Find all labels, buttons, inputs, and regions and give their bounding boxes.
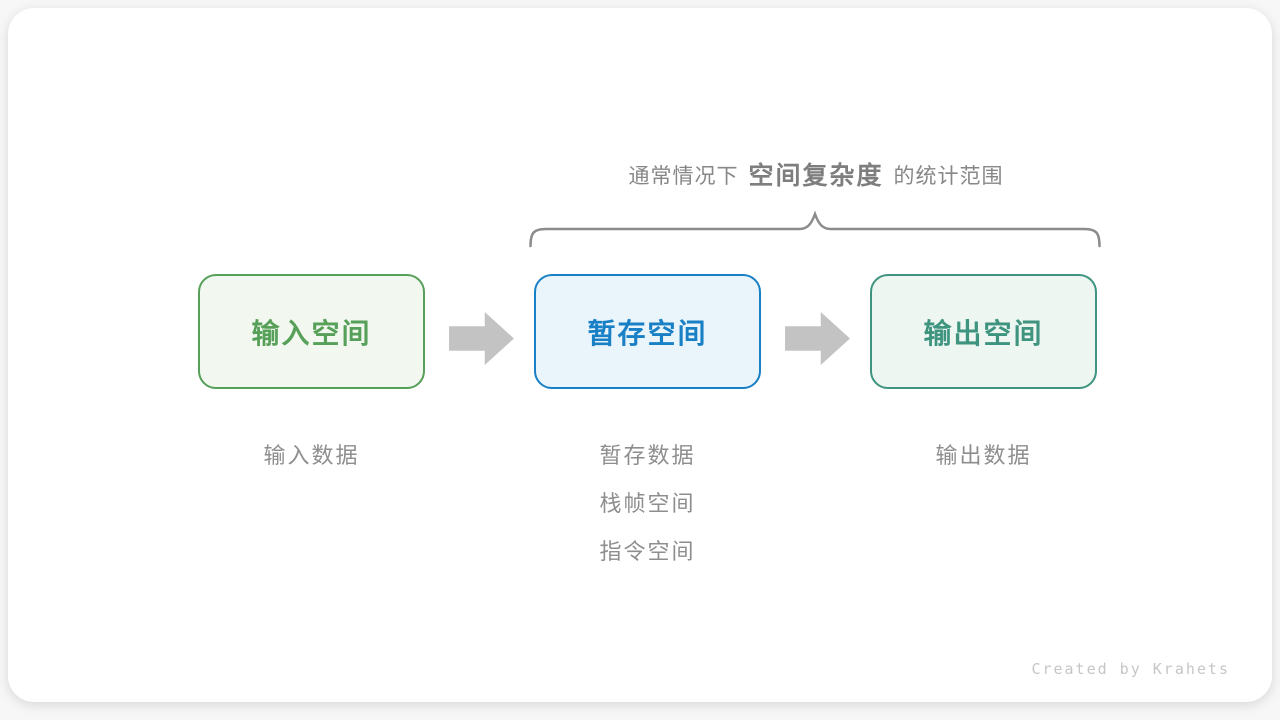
sublabel-line: 输入数据 [263,443,360,468]
credit-text: Created by Krahets [1031,660,1230,678]
arrow-right-icon [785,312,850,365]
curly-brace-icon [529,210,1101,248]
output-space-box: 输出空间 [870,274,1097,389]
temporary-space-box: 暂存空间 [534,274,761,389]
input-data-sublabel: 输入数据 [198,432,425,480]
temporary-space-label: 暂存空间 [587,317,708,349]
sublabel-line: 栈帧空间 [599,491,696,516]
title-prefix: 通常情况下 [628,165,739,188]
sublabel-line: 输出数据 [935,443,1032,468]
output-data-sublabel: 输出数据 [870,432,1097,480]
input-space-label: 输入空间 [251,317,372,349]
diagram-title: 通常情况下空间复杂度的统计范围 [463,156,1169,192]
temporary-data-sublabel: 暂存数据 栈帧空间 指令空间 [534,432,761,576]
input-space-box: 输入空间 [198,274,425,389]
sublabel-line: 暂存数据 [599,443,696,468]
output-space-label: 输出空间 [923,317,1044,349]
diagram-card: 通常情况下空间复杂度的统计范围 输入空间 暂存空间 输出空间 输入数据 暂存数据… [8,8,1272,702]
sublabel-line: 指令空间 [599,539,696,564]
arrow-right-icon [449,312,514,365]
title-highlight: 空间复杂度 [748,162,884,190]
title-suffix: 的统计范围 [893,165,1004,188]
